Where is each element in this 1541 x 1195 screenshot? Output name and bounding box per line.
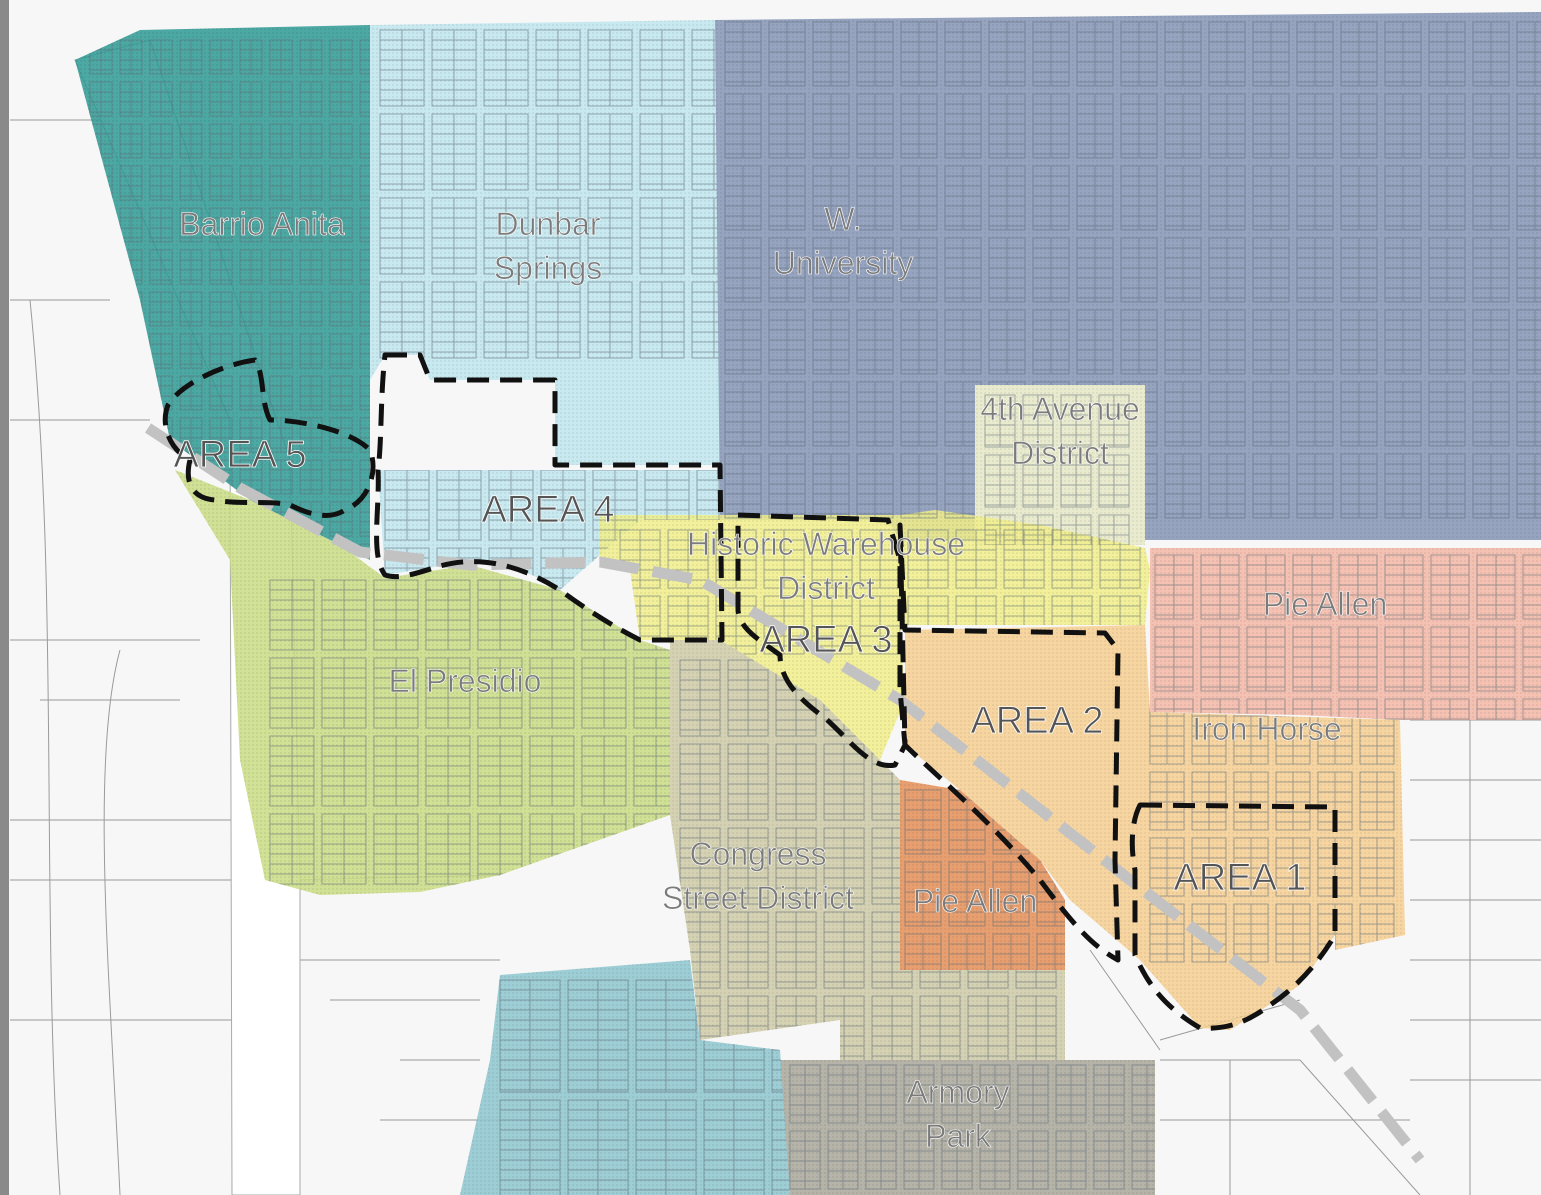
district-label-dunbar-springs-0: Dunbar [496, 206, 601, 242]
parcel-grid-pie-allen-north [1154, 554, 1541, 720]
area-boundaries [162, 352, 1338, 1031]
district-label-dunbar-springs-1: Springs [494, 250, 603, 286]
district-texture-el-presidio [175, 470, 670, 895]
parcel-grid-armory-park [789, 1064, 1155, 1190]
left-frame [0, 0, 9, 1195]
district-label-barrio-anita-0: Barrio Anita [179, 206, 345, 242]
area-3-boundary[interactable] [735, 512, 908, 768]
district-texture-congress-street [670, 640, 1065, 1060]
district-label-pie-allen-south-0: Pie Allen [913, 883, 1038, 919]
rail-line [144, 423, 1425, 1164]
district-label-fourth-avenue-0: 4th Avenue [980, 391, 1140, 427]
parcel-grid-el-presidio [269, 579, 670, 885]
area-2-label[interactable]: AREA 2 [970, 700, 1104, 743]
area-2-boundary[interactable] [897, 522, 1121, 963]
district-label-congress-street-1: Street District [662, 880, 854, 916]
district-label-armory-park-0: Armory [906, 1074, 1009, 1110]
district-texture-pie-allen-north [1150, 548, 1541, 720]
area-1-label[interactable]: AREA 1 [1173, 857, 1307, 900]
area-4-boundary[interactable] [374, 352, 725, 643]
area-1-boundary[interactable] [1129, 802, 1338, 1031]
area-4-label[interactable]: AREA 4 [481, 489, 615, 532]
district-label-historic-warehouse-0: Historic Warehouse [687, 526, 965, 562]
district-label-iron-horse-0: Iron Horse [1192, 711, 1341, 747]
area-5-boundary[interactable] [162, 357, 376, 518]
area-labels: AREA 1 AREA 2 AREA 3 AREA 4 AREA 5 [173, 434, 1307, 900]
district-label-armory-park-1: Park [925, 1118, 992, 1154]
district-texture-barrio-viejo [460, 960, 790, 1195]
district-label-el-presidio-0: El Presidio [389, 663, 542, 699]
district-label-w-university-0: W. [824, 201, 861, 237]
area-5-label[interactable]: AREA 5 [173, 434, 307, 477]
district-label-congress-street-0: Congress [690, 836, 827, 872]
parcel-grid-dunbar-springs [379, 29, 720, 590]
area-3-label[interactable]: AREA 3 [759, 619, 893, 662]
district-label-historic-warehouse-1: District [777, 570, 875, 606]
district-label-pie-allen-north-0: Pie Allen [1263, 586, 1388, 622]
district-label-w-university-1: University [773, 245, 913, 281]
parcel-grid-fourth-avenue [984, 394, 1130, 545]
district-label-fourth-avenue-1: District [1011, 435, 1109, 471]
